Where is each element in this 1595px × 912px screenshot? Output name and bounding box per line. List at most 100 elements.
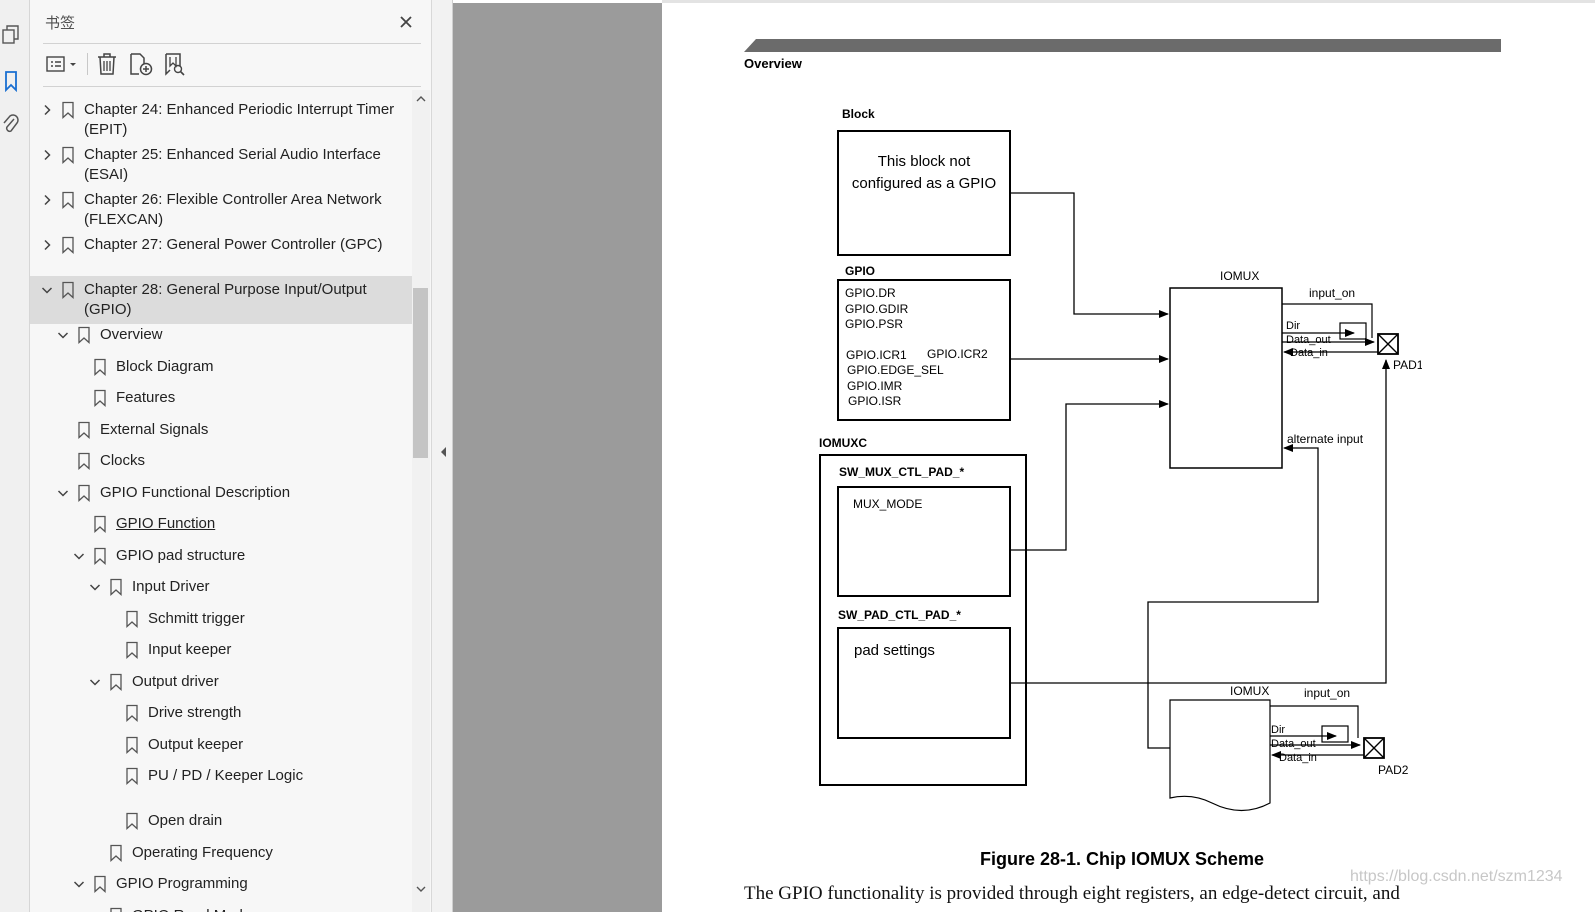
gpio-block-box [837, 279, 1011, 421]
bookmark-icon [125, 812, 139, 830]
data-in-label-2: Data_in [1279, 752, 1317, 764]
output-buffer-1 [1339, 322, 1367, 340]
gpio-reg-dr: GPIO.DR [845, 286, 896, 300]
bookmark-item[interactable]: Chapter 26: Flexible Controller Area Net… [30, 190, 412, 230]
bookmark-item[interactable]: Chapter 28: General Purpose Input/Output… [30, 276, 412, 324]
iomux-box-2 [1169, 699, 1271, 812]
close-panel-button[interactable] [395, 11, 417, 33]
bookmarks-panel: 书签 Chapter 24: Enhanced Periodic Interru… [30, 0, 432, 912]
iomux-box-1 [1169, 287, 1283, 469]
gpio-reg-psr: GPIO.PSR [845, 317, 903, 331]
new-bookmark-button[interactable] [127, 51, 155, 77]
pad-settings-label: pad settings [854, 642, 935, 659]
chevron-down-icon[interactable] [55, 327, 71, 343]
iomuxc-block-box [819, 454, 1027, 786]
attachment-icon[interactable] [0, 112, 22, 138]
bookmark-item[interactable]: Chapter 27: General Power Controller (GP… [30, 235, 412, 275]
body-paragraph: The GPIO functionality is provided throu… [744, 883, 1400, 904]
chevron-right-icon[interactable] [39, 102, 55, 118]
figure-caption: Figure 28-1. Chip IOMUX Scheme [980, 849, 1265, 869]
bookmark-label: External Signals [100, 420, 209, 438]
panel-splitter[interactable] [432, 0, 453, 912]
chevron-down-icon[interactable] [71, 876, 87, 892]
pad2-label: PAD2 [1378, 763, 1409, 777]
scroll-up-button[interactable] [412, 90, 430, 108]
data-out-label-1: Data_out [1286, 334, 1331, 346]
bookmark-item[interactable]: PU / PD / Keeper Logic [30, 766, 412, 806]
sw-pad-ctl-label: SW_PAD_CTL_PAD_* [838, 608, 961, 622]
chevron-down-icon[interactable] [87, 579, 103, 595]
bookmark-item[interactable]: Open drain [30, 811, 412, 831]
add-bookmark-icon [130, 53, 153, 76]
bookmark-item[interactable]: GPIO Read Mode [30, 906, 412, 912]
bookmark-item[interactable]: Overview [30, 325, 412, 345]
panel-header: 书签 [30, 0, 432, 43]
bookmark-search-button[interactable] [161, 51, 189, 77]
bookmark-label: Input Driver [132, 578, 210, 595]
bookmark-item[interactable]: Clocks [30, 451, 412, 471]
bookmark-item[interactable]: GPIO Functional Description [30, 483, 412, 503]
gpio-reg-imr: GPIO.IMR [847, 379, 903, 393]
bookmark-item[interactable]: GPIO Function [30, 514, 412, 534]
trash-icon [98, 53, 116, 75]
list-options-icon [46, 56, 76, 72]
bookmark-item[interactable]: Input Driver [30, 577, 412, 597]
chevron-right-icon[interactable] [39, 192, 55, 208]
bookmark-icon [125, 736, 139, 754]
bookmark-item[interactable]: Drive strength [30, 703, 412, 723]
options-dropdown-button[interactable] [43, 51, 81, 77]
alternate-input-label: alternate input [1287, 432, 1364, 446]
bookmark-label: Output keeper [148, 735, 244, 753]
close-icon [400, 16, 412, 28]
bookmark-item[interactable]: Input keeper [30, 640, 412, 660]
output-buffer-2 [1321, 725, 1349, 743]
bookmark-icon [61, 281, 75, 299]
bookmark-item[interactable]: Features [30, 388, 412, 408]
bookmark-label: Schmitt trigger [148, 609, 245, 627]
chevron-up-icon [416, 96, 426, 102]
bookmark-icon [109, 907, 123, 912]
bookmark-item[interactable]: Schmitt trigger [30, 609, 412, 629]
scroll-thumb[interactable] [413, 288, 428, 458]
selection-highlight [30, 276, 412, 324]
input-on-label-1: input_on [1309, 286, 1355, 300]
bookmark-item[interactable]: External Signals [30, 420, 412, 440]
bookmark-search-icon [165, 53, 185, 76]
chevron-down-icon[interactable] [55, 485, 71, 501]
iomux-label-2: IOMUX [1230, 684, 1269, 698]
bookmark-item[interactable]: GPIO Programming [30, 874, 412, 894]
bookmark-item[interactable]: Operating Frequency [30, 843, 412, 863]
bookmark-item[interactable]: Chapter 24: Enhanced Periodic Interrupt … [30, 100, 412, 140]
bookmark-label: GPIO Functional Description [100, 483, 291, 501]
bookmark-label: Operating Frequency [132, 843, 273, 861]
bookmark-item[interactable]: Block Diagram [30, 357, 412, 377]
delete-bookmark-button[interactable] [94, 51, 120, 77]
bookmarks-scrollbar[interactable] [412, 90, 430, 912]
scroll-down-button[interactable] [412, 880, 430, 898]
chevron-right-icon[interactable] [39, 147, 55, 163]
bookmark-icon [125, 610, 139, 628]
bookmark-item[interactable]: GPIO pad structure [30, 546, 412, 566]
chevron-down-icon[interactable] [71, 548, 87, 564]
gpio-reg-icr1: GPIO.ICR1 [846, 348, 907, 362]
bookmark-icon[interactable] [0, 68, 22, 94]
bookmark-item[interactable]: Output driver [30, 672, 412, 692]
bookmark-icon [125, 767, 139, 785]
bookmark-label: Block Diagram [116, 357, 214, 375]
bookmark-tree: Chapter 24: Enhanced Periodic Interrupt … [30, 90, 412, 912]
pages-icon[interactable] [0, 22, 22, 48]
bookmark-item[interactable]: Chapter 25: Enhanced Serial Audio Interf… [30, 145, 412, 185]
chevron-down-icon[interactable] [39, 282, 55, 298]
bookmark-icon [109, 673, 123, 691]
mux-mode-label: MUX_MODE [853, 497, 922, 511]
chevron-right-icon[interactable] [39, 237, 55, 253]
chevron-down-icon[interactable] [87, 674, 103, 690]
iomux-block-diagram: Block This block not configured as a GPI… [819, 107, 1422, 812]
bookmark-icon [61, 236, 75, 254]
bookmark-icon [125, 704, 139, 722]
gpio-reg-isr: GPIO.ISR [848, 394, 902, 408]
collapse-panel-arrow-icon[interactable] [438, 445, 448, 459]
iomuxc-heading: IOMUXC [819, 436, 867, 450]
bookmark-icon [109, 844, 123, 862]
bookmark-item[interactable]: Output keeper [30, 735, 412, 755]
